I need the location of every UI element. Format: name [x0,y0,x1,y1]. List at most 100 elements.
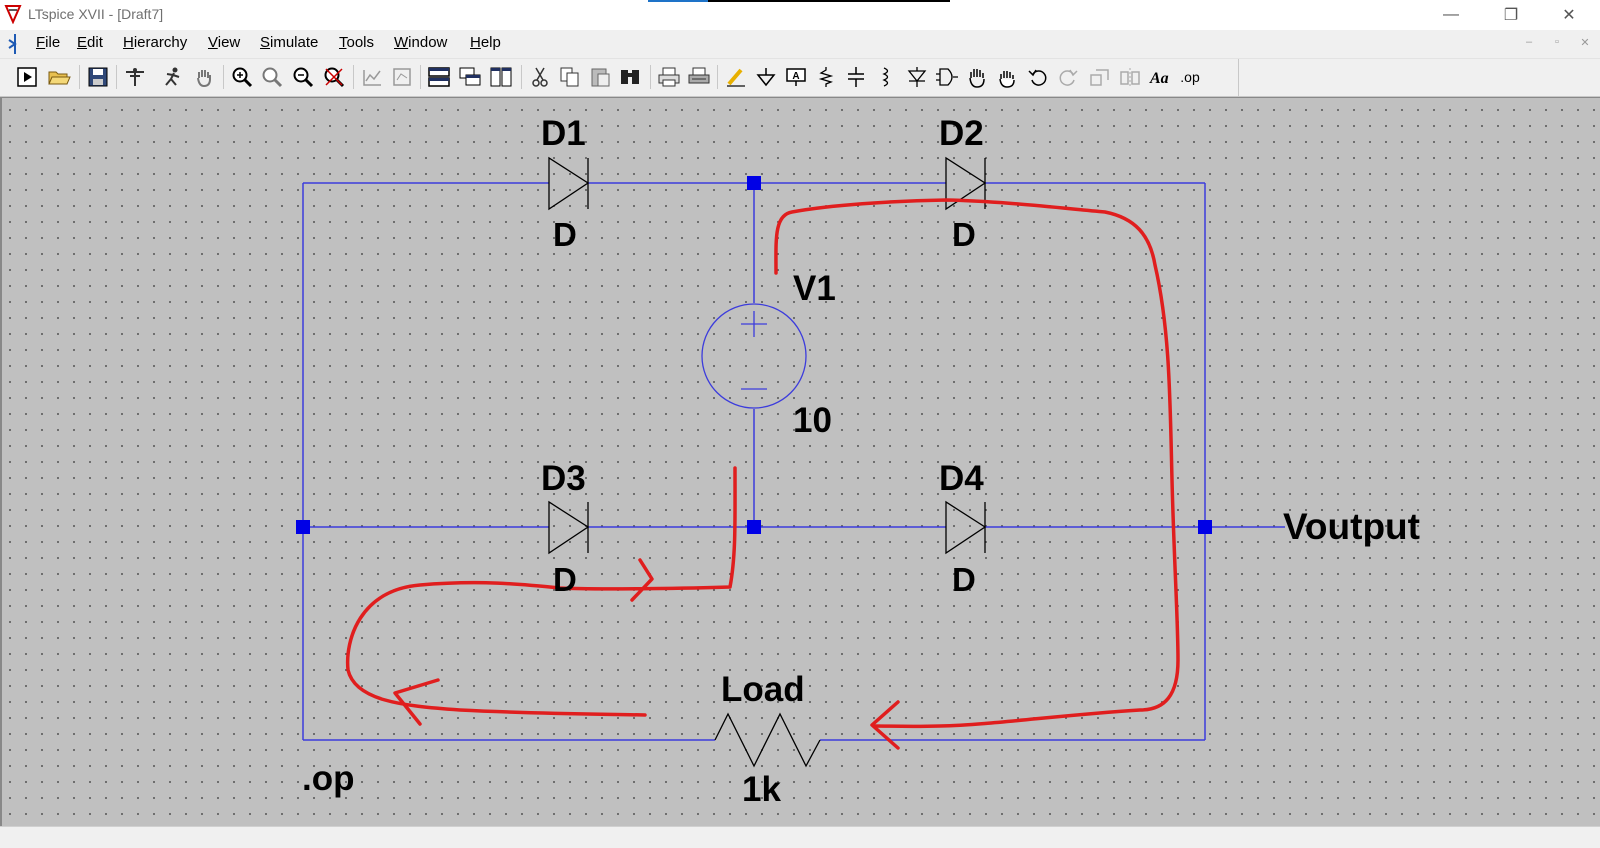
ltspice-app-icon[interactable] [4,4,22,24]
diode-d1[interactable] [548,156,590,211]
menu-bar: File Edit Hierarchy View Simulate Tools … [0,30,1600,59]
d2-model-label: D [952,216,976,253]
d1-model-label: D [553,216,577,253]
toolbar-separator [717,65,718,89]
drag-button[interactable] [993,63,1021,91]
load-name-label: Load [721,670,805,709]
print-button[interactable] [655,63,683,91]
mirror-button[interactable] [1116,63,1144,91]
op-directive-label[interactable]: .op [302,759,355,798]
tile-vertical-icon [490,67,512,87]
cascade-button[interactable] [456,63,484,91]
spice-directive-icon: .op [1180,69,1200,85]
menu-hierarchy[interactable]: Hierarchy [123,34,188,51]
title-bar: LTspice XVII - [Draft7] — ❐ ✕ [0,0,1600,30]
ground-icon [756,68,776,87]
diode-button[interactable] [903,63,931,91]
text-icon: Aa [1149,70,1169,87]
mdi-minimize-button[interactable]: – [1525,36,1533,48]
control-panel-button[interactable] [121,63,149,91]
run-button[interactable] [13,63,41,91]
toolbar: A Aa .op [0,59,1600,97]
load-value-label: 1k [742,770,781,809]
halt-button[interactable] [159,63,187,91]
zoom-out-button[interactable] [289,63,317,91]
zoom-cancel-button[interactable] [320,63,348,91]
cut-icon [532,67,548,87]
open-icon [48,71,71,85]
d2-name-label: D2 [939,114,984,153]
minimize-button[interactable]: — [1428,2,1474,28]
text-button[interactable]: Aa [1146,63,1174,91]
wire-button[interactable] [722,63,750,91]
rotate-button[interactable] [1086,63,1114,91]
autoscale-button[interactable] [358,63,386,91]
close-button[interactable]: ✕ [1546,2,1592,28]
undo-button[interactable] [1024,63,1052,91]
print-setup-button[interactable] [685,63,713,91]
svg-text:Aa: Aa [1149,70,1169,87]
pan-button[interactable] [190,63,218,91]
zoom-full-button[interactable] [258,63,286,91]
d4-name-label: D4 [939,459,984,498]
zoom-in-icon [232,67,253,88]
spice-directive-button[interactable]: .op [1176,63,1204,91]
ground-button[interactable] [752,63,780,91]
toolbar-end [1238,59,1239,96]
save-icon [88,67,108,87]
paste-button[interactable] [586,63,614,91]
capacitor-icon [848,67,864,87]
menu-tools[interactable]: Tools [339,34,375,51]
copy-icon [560,67,579,87]
zoom-in-button[interactable] [228,63,256,91]
restore-button[interactable]: ❐ [1488,2,1534,28]
component-button[interactable] [933,63,961,91]
cut-button[interactable] [526,63,554,91]
minimize-icon: — [1443,6,1459,23]
menu-simulate[interactable]: Simulate [260,34,319,51]
current-path-annotation [345,198,1180,750]
menu-help[interactable]: Help [470,34,501,51]
toolbar-separator [223,65,224,89]
voutput-net-label: Voutput [1283,506,1420,547]
plot-settings-button[interactable] [388,63,416,91]
capacitor-button[interactable] [842,63,870,91]
mdi-close-button[interactable]: ✕ [1580,37,1590,49]
redo-button[interactable] [1054,63,1082,91]
v1-value-label: 10 [793,401,832,440]
menu-window[interactable]: Window [394,34,448,51]
resistor-load[interactable] [714,712,821,768]
zoom-full-icon [262,67,283,88]
open-button[interactable] [45,63,73,91]
circuit-wires [302,182,1285,741]
tile-vertical-button[interactable] [487,63,515,91]
schematic-canvas[interactable] [0,97,1600,826]
voltage-source-v1[interactable] [701,303,807,409]
menu-edit[interactable]: Edit [77,34,103,51]
menu-view[interactable]: View [208,34,241,51]
diode-d3[interactable] [548,500,590,555]
move-button[interactable] [963,63,991,91]
inductor-icon [882,67,889,87]
copy-button[interactable] [556,63,584,91]
junction-right [1198,520,1212,534]
svg-text:A: A [792,71,799,82]
wire-icon [727,68,745,87]
autoscale-icon [363,70,381,86]
label-net-button[interactable]: A [782,63,810,91]
inductor-button[interactable] [872,63,900,91]
close-icon: ✕ [1562,7,1576,24]
tile-horizontal-button[interactable] [425,63,453,91]
title-accent-blue [648,0,708,2]
diode-d4[interactable] [945,500,987,555]
d3-model-label: D [553,561,577,598]
menu-file[interactable]: File [36,34,61,51]
find-button[interactable] [616,63,644,91]
resistor-button[interactable] [812,63,840,91]
mdi-restore-button[interactable]: ▫ [1555,36,1559,48]
schematic-document-icon[interactable] [5,32,25,56]
drag-icon [999,71,1015,88]
save-button[interactable] [84,63,112,91]
toolbar-separator [79,65,80,89]
junction-dots [296,176,1212,534]
